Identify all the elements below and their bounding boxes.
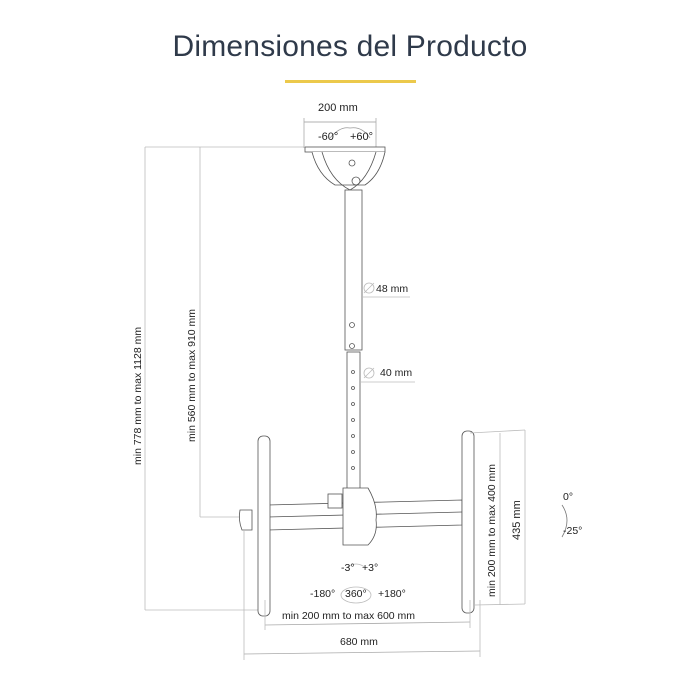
tilt-small-left: -3° bbox=[341, 562, 355, 574]
tilt-small-right: +3° bbox=[362, 562, 379, 574]
swivel-left: -180° bbox=[310, 588, 336, 600]
tilt-bottom: -25° bbox=[563, 525, 583, 537]
title-underline bbox=[285, 80, 416, 83]
overall-height: 435 mm bbox=[511, 500, 523, 540]
pole-lower-diameter: 40 mm bbox=[380, 367, 413, 379]
ceiling-plate-width: 200 mm bbox=[318, 102, 358, 114]
overall-width: 680 mm bbox=[340, 636, 378, 648]
plate-tilt-left: -60° bbox=[318, 131, 339, 143]
plate-tilt-right: +60° bbox=[350, 131, 374, 143]
vesa-horizontal-range: min 200 mm to max 600 mm bbox=[282, 610, 416, 622]
pole-upper-diameter: 48 mm bbox=[376, 283, 409, 295]
tilt-top: 0° bbox=[563, 491, 574, 503]
total-height-range: min 778 mm to max 1128 mm bbox=[132, 326, 144, 465]
pole-height-range: min 560 mm to max 910 mm bbox=[186, 308, 198, 442]
swivel-right: +180° bbox=[378, 588, 406, 600]
page-title: Dimensiones del Producto bbox=[172, 30, 528, 63]
swivel-center: 360° bbox=[345, 588, 367, 600]
vesa-vertical-range: min 200 mm to max 400 mm bbox=[486, 463, 498, 597]
